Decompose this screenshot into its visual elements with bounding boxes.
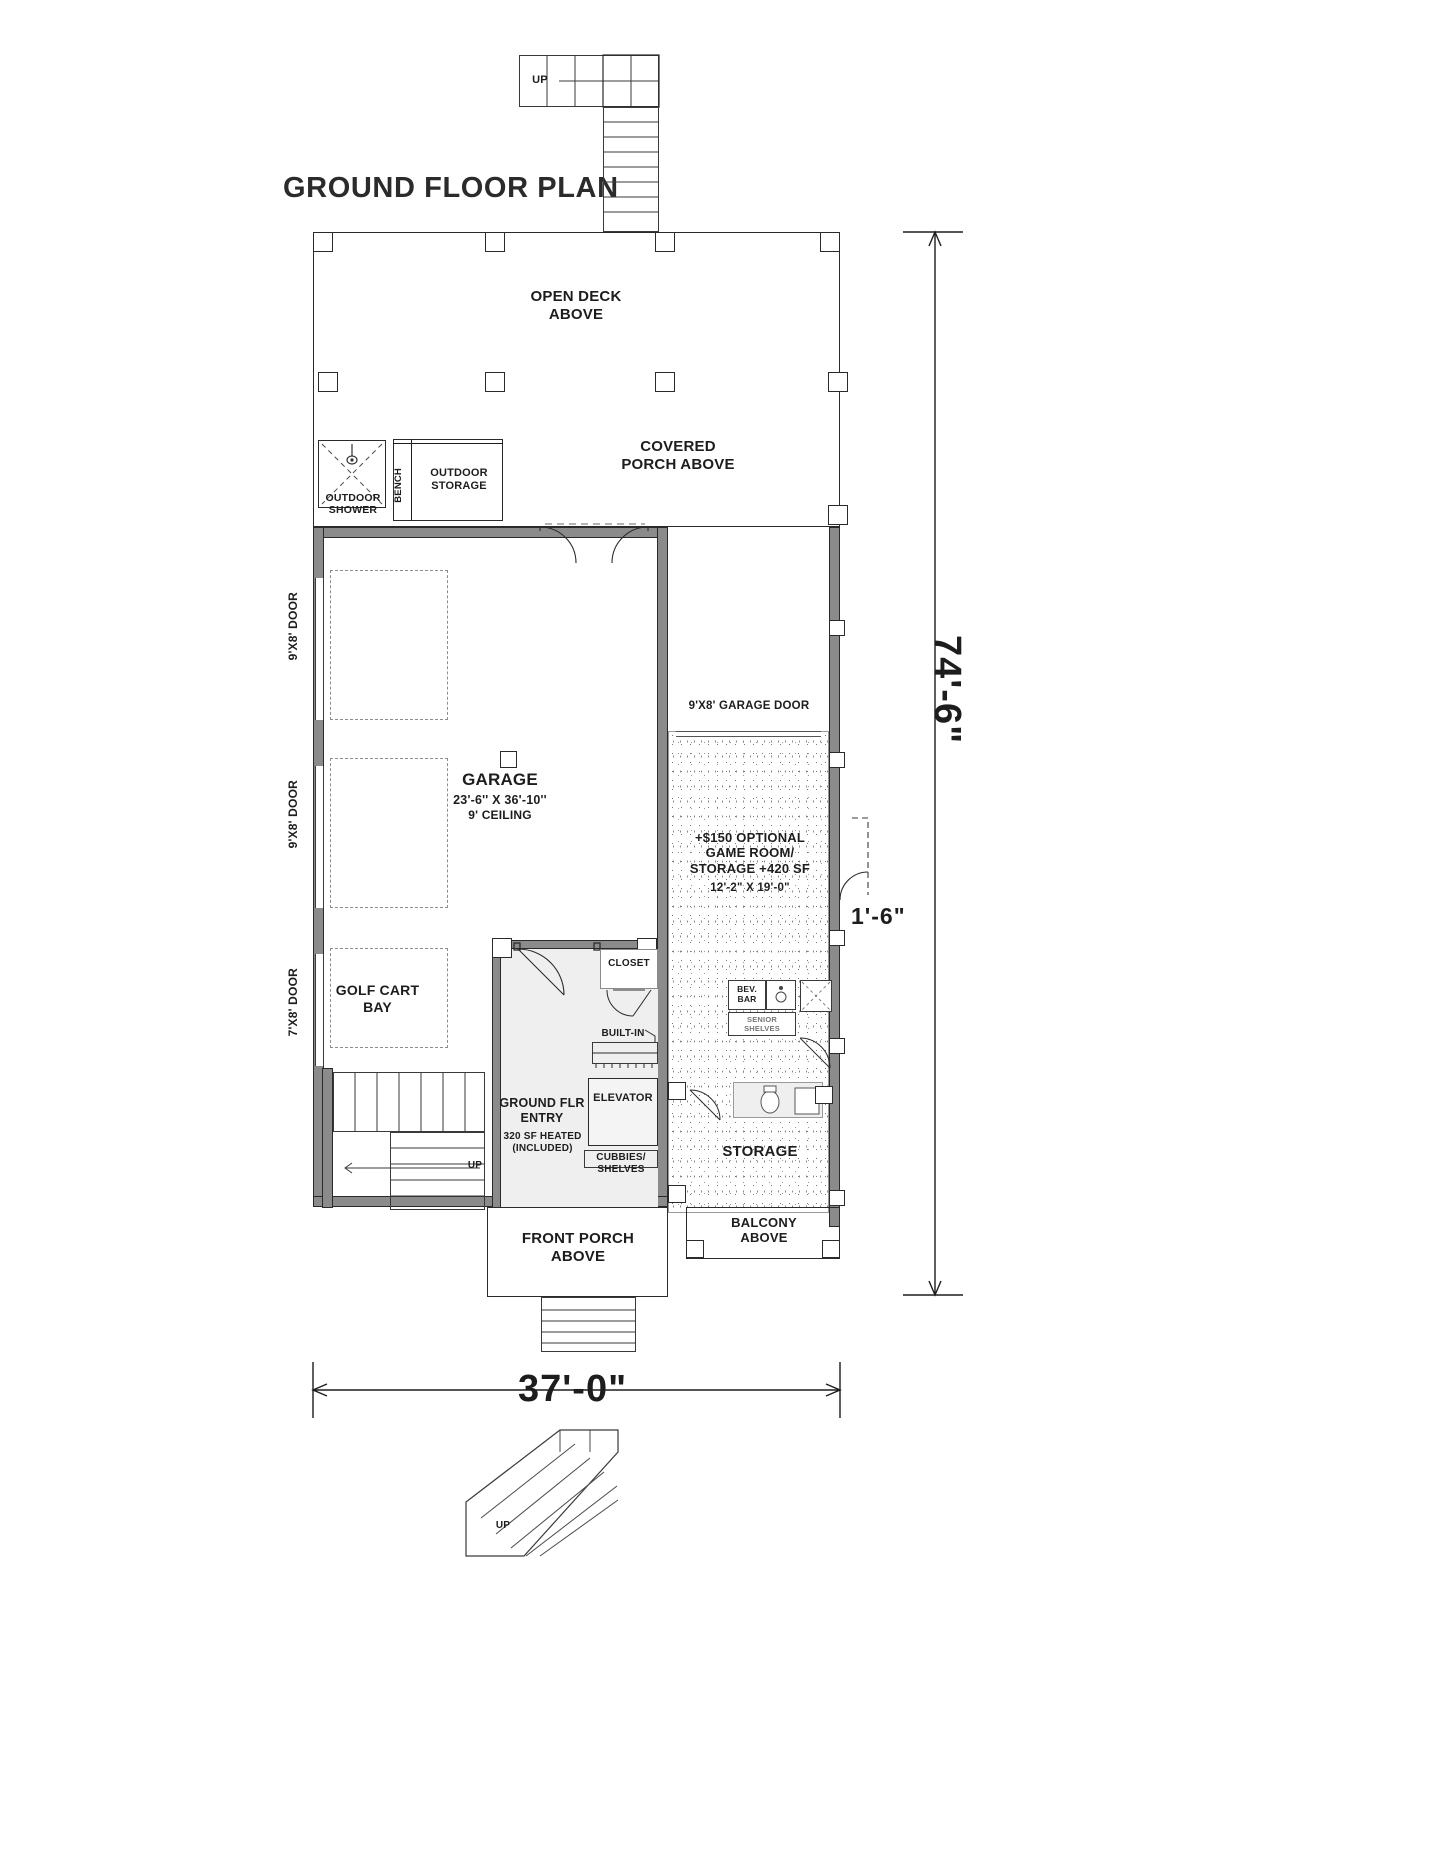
garage-size-label: 23'-6'' X 36'-10'' [453, 793, 547, 807]
garage-bottom-wall [313, 1196, 668, 1207]
front-stair-run [541, 1297, 636, 1352]
right-garage-door-opening [676, 731, 821, 737]
garage-bay-1-outline [330, 570, 448, 720]
post [822, 1240, 840, 1258]
bench-divider [411, 439, 413, 521]
balcony-label: BALCONY ABOVE [731, 1215, 797, 1246]
building-right-wall [829, 527, 840, 1227]
post [829, 1190, 845, 1206]
elevator-label: ELEVATOR [593, 1092, 653, 1104]
cubbies-label: CUBBIES/ SHELVES [596, 1152, 646, 1175]
up-arrow-top-label: UP [532, 74, 548, 86]
outdoor-shower-label: OUTDOOR SHOWER [325, 492, 381, 517]
stair-left-wall [322, 1068, 333, 1208]
open-deck-above-label: OPEN DECK ABOVE [530, 288, 622, 323]
post [820, 232, 840, 252]
post [829, 620, 845, 636]
post [829, 752, 845, 768]
post [492, 938, 512, 958]
bev-bar-label: BEV. BAR [737, 984, 757, 1005]
front-porch-label: FRONT PORCH ABOVE [521, 1230, 635, 1265]
ground-floor-entry-label: GROUND FLR ENTRY [499, 1096, 585, 1125]
balcony-above-outline [686, 1207, 840, 1259]
bev-bar-box [728, 980, 766, 1010]
overall-width-dimension: 37'-0" [518, 1368, 628, 1410]
covered-porch-above-label: COVERED PORCH ABOVE [621, 438, 735, 473]
golf-cart-bay-outline [330, 948, 448, 1048]
garage-name-label: GARAGE [462, 770, 538, 789]
front-porch-above-outline [487, 1207, 668, 1297]
outdoor-shower-enclosure [318, 440, 386, 508]
post [828, 505, 848, 525]
top-stair-lower-run [603, 107, 659, 232]
stair-upper-run [333, 1072, 485, 1132]
senior-shelves-label: SENIOR SHELVES [744, 1015, 780, 1033]
storage-shelf-line [393, 443, 503, 445]
post [829, 1038, 845, 1054]
post [686, 1240, 704, 1258]
game-room-size-label: 12'-2" X 19'-0" [710, 882, 790, 894]
outdoor-storage-label: OUTDOOR STORAGE [430, 467, 488, 492]
post [815, 1086, 833, 1104]
post [313, 232, 333, 252]
post [655, 232, 675, 252]
golf-cart-door-opening [315, 954, 324, 1066]
elevator-shaft [588, 1078, 658, 1146]
garage-door-opening-1 [315, 578, 324, 720]
outdoor-storage-enclosure [393, 439, 503, 521]
closet-box [600, 949, 658, 989]
post [485, 232, 505, 252]
garage-ceiling-label: 9' CEILING [468, 808, 532, 822]
post [318, 372, 338, 392]
post [485, 372, 505, 392]
right-garage-door-label: 9'X8' GARAGE DOOR [688, 700, 810, 712]
garage-bay-2-outline [330, 758, 448, 908]
offset-dimension-label: 1'-6" [851, 903, 906, 929]
post [829, 930, 845, 946]
golf-cart-bay-label: GOLF CART BAY [335, 982, 420, 1015]
garage-door-opening-2 [315, 766, 324, 908]
built-in-label: BUILT-IN [601, 1028, 645, 1039]
overall-depth-dimension: 74'-6" [926, 635, 968, 745]
entry-area-label: 320 SF HEATED (INCLUDED) [503, 1131, 582, 1154]
post [668, 1082, 686, 1100]
closet-label: CLOSET [608, 958, 650, 969]
post [828, 372, 848, 392]
game-room-label: +$150 OPTIONAL GAME ROOM/ STORAGE +420 S… [689, 830, 811, 876]
cubbies-bench [584, 1150, 658, 1168]
storage-label: STORAGE [722, 1143, 798, 1160]
up-arrow-bottom-label: UP [495, 1520, 511, 1531]
stair-lower-run [390, 1132, 485, 1210]
garage-column [500, 751, 517, 768]
senior-shelves-box [728, 1012, 796, 1036]
post [668, 1185, 686, 1203]
game-room-stipple-fill [668, 731, 829, 1213]
up-arrow-stair-label: UP [467, 1160, 483, 1171]
post [655, 372, 675, 392]
page-title: GROUND FLOOR PLAN [283, 172, 619, 204]
